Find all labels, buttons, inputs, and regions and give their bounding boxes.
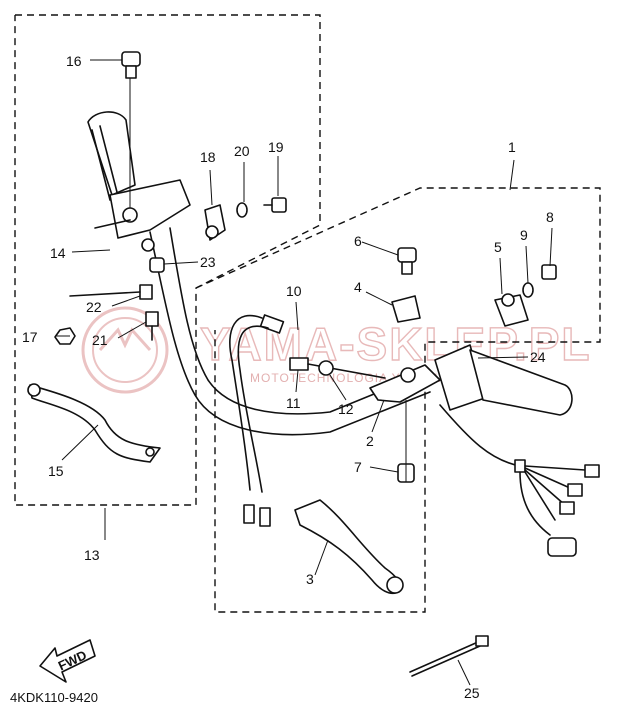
callout-14: 14 <box>50 245 66 261</box>
clamp-5 <box>494 293 529 327</box>
group-box-1 <box>195 187 601 613</box>
callout-23: 23 <box>200 254 216 270</box>
bolt-16 <box>121 51 141 79</box>
callout-labels: 16 18 20 19 14 23 22 17 21 15 13 1 6 5 9… <box>22 53 554 701</box>
switch-22 <box>69 284 153 300</box>
throttle-grip-24 <box>434 344 573 416</box>
lever-15 <box>27 383 161 463</box>
callout-13: 13 <box>84 547 100 563</box>
clamp-18 <box>204 204 226 241</box>
washer-9 <box>522 282 534 298</box>
switch-21 <box>145 311 159 341</box>
screw-19 <box>263 197 287 213</box>
callout-8: 8 <box>546 209 554 225</box>
bolt-6 <box>397 247 417 275</box>
washer-20 <box>236 202 248 218</box>
callout-9: 9 <box>520 227 528 243</box>
callout-5: 5 <box>494 239 502 255</box>
callout-12: 12 <box>338 401 354 417</box>
handlebar <box>149 227 431 436</box>
callout-20: 20 <box>234 143 250 159</box>
watermark-logo <box>81 306 169 394</box>
fwd-arrow-icon: FWD <box>39 639 96 683</box>
lever-3 <box>294 499 404 595</box>
screw-8 <box>541 264 557 280</box>
callout-1: 1 <box>508 139 516 155</box>
callout-18: 18 <box>200 149 216 165</box>
switch-4 <box>391 295 421 323</box>
callout-10: 10 <box>286 283 302 299</box>
fwd-label: FWD <box>56 647 89 673</box>
cable-12 <box>318 360 334 376</box>
cable-tie-25 <box>409 635 489 677</box>
callout-6: 6 <box>354 233 362 249</box>
callout-11: 11 <box>286 395 301 411</box>
cable-10 <box>229 314 285 527</box>
lever-holder-left <box>94 179 191 252</box>
callout-2: 2 <box>366 433 374 449</box>
callout-15: 15 <box>48 463 64 479</box>
callout-22: 22 <box>86 299 102 315</box>
master-holder-2 <box>369 364 441 403</box>
callout-16: 16 <box>66 53 82 69</box>
callout-4: 4 <box>354 279 362 295</box>
callout-3: 3 <box>306 571 314 587</box>
callout-24: 24 <box>530 349 546 365</box>
drawing-code: 4KDK110-9420 <box>10 690 98 705</box>
leader-lines <box>56 59 553 686</box>
pin-23 <box>149 257 165 273</box>
callout-21: 21 <box>92 332 108 348</box>
callout-25: 25 <box>464 685 480 701</box>
callout-19: 19 <box>268 139 284 155</box>
switch-wiring <box>439 404 600 557</box>
left-grip <box>87 111 136 201</box>
callout-7: 7 <box>354 459 362 475</box>
callout-17: 17 <box>22 329 38 345</box>
